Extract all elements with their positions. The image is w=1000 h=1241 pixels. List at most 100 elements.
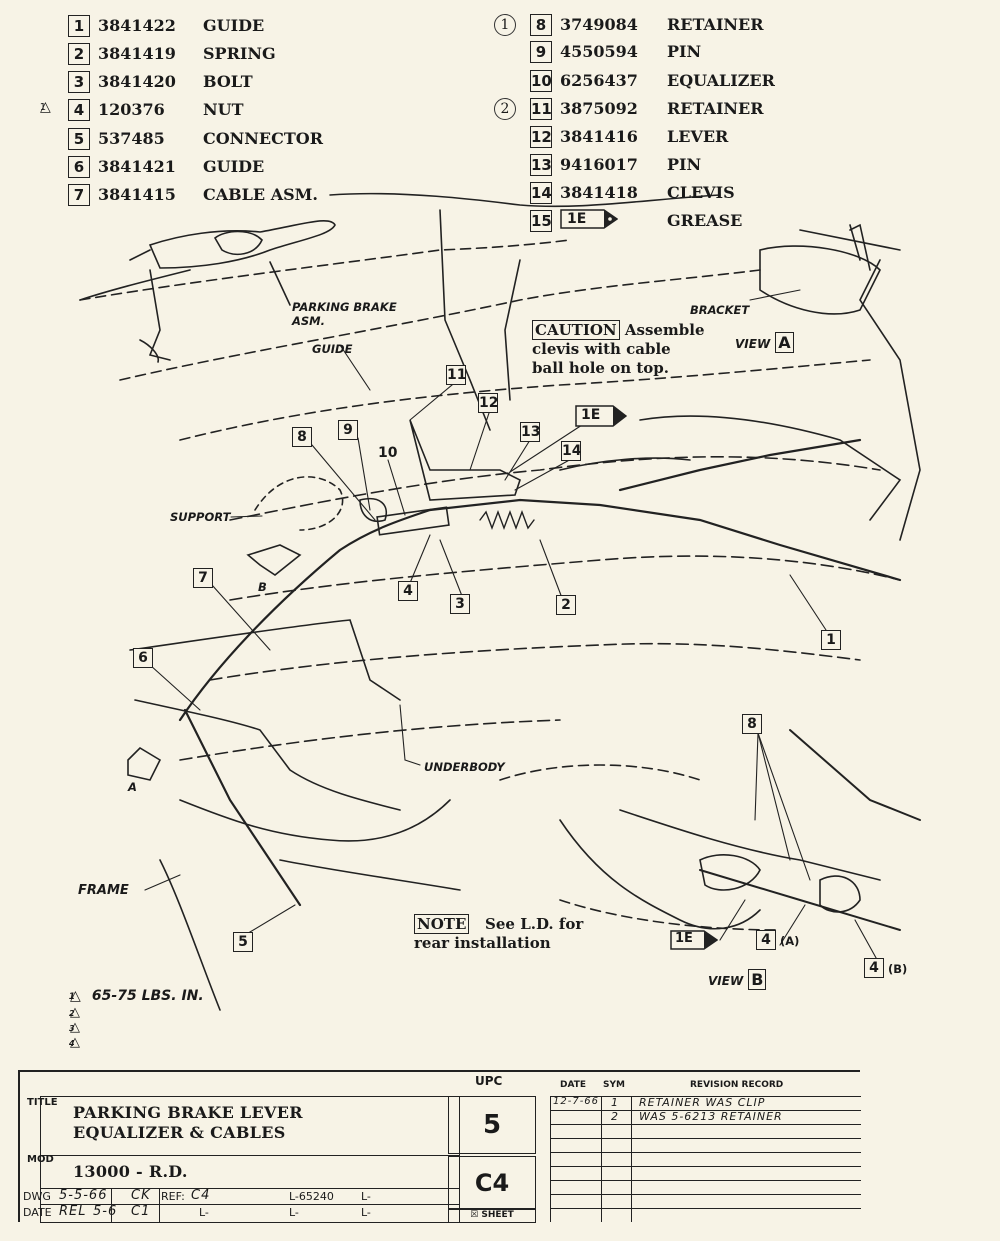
title-line1: PARKING BRAKE LEVER	[73, 1103, 303, 1122]
part-number: 3841420	[98, 72, 176, 91]
caution-line2: clevis with cable	[532, 340, 671, 358]
part-name: RETAINER	[667, 15, 764, 34]
mod-vertical-label: MOD	[27, 1154, 54, 1165]
part-name: EQUALIZER	[667, 71, 775, 90]
part-name: GREASE	[667, 211, 743, 230]
part-number: 3875092	[560, 99, 638, 118]
label-guide: GUIDE	[312, 342, 353, 356]
revision-text-1: RETAINER WAS CLIP	[639, 1096, 766, 1109]
item-box: 8	[530, 14, 552, 36]
part-number: 3841416	[560, 127, 638, 146]
revision-date-1: 12-7-66	[553, 1096, 600, 1107]
item-box: 12	[530, 126, 552, 148]
callout-6: 6	[133, 648, 153, 668]
callout-12: 12	[478, 393, 499, 413]
callout-3: 3	[450, 594, 470, 614]
label-parking-brake-asm: ASM.	[292, 314, 325, 328]
model-cell: MOD 13000 - R.D.	[27, 1154, 460, 1189]
part-number: 3841419	[98, 44, 176, 63]
rel-label: REL	[59, 1204, 87, 1219]
item-box: 4	[68, 99, 90, 121]
label-frame: FRAME	[78, 883, 129, 898]
ref-label: REF:	[161, 1190, 185, 1203]
l-ref-1: L-65240	[289, 1190, 334, 1203]
label-bracket: BRACKET	[690, 303, 750, 317]
callout-13: 13	[520, 422, 541, 442]
callout-4: 4	[398, 581, 418, 601]
note-line2: rear installation	[414, 934, 551, 952]
triangle-3-icon: △3	[69, 1020, 80, 1035]
grease-tag-icon	[560, 209, 618, 229]
sym-header: SYM	[603, 1080, 625, 1090]
note-tag: NOTE	[414, 914, 470, 934]
callout-4a: 4	[756, 930, 776, 950]
revision-sym-2: 2	[611, 1110, 619, 1123]
caution-note: CAUTION Assemble clevis with cable ball …	[532, 320, 705, 378]
item-box: 11	[530, 98, 552, 120]
part-number: 3841421	[98, 157, 176, 176]
part-number: 3841422	[98, 16, 176, 35]
torque-triangle-icon: △	[70, 988, 81, 1004]
torque-extra-symbols: △2 △3 △4	[69, 1005, 86, 1051]
part-number: 6256437	[560, 71, 638, 90]
l-blank-4: L-	[361, 1206, 371, 1219]
callout-10: 10	[378, 445, 398, 461]
part-number: 537485	[98, 129, 165, 148]
callout-1: 1	[821, 630, 841, 650]
triangle-2-icon: △2	[69, 1005, 80, 1020]
part-name: NUT	[203, 100, 244, 119]
rel-value: 5-6	[93, 1204, 118, 1219]
part-number: 9416017	[560, 155, 638, 174]
sheet-label: ☒ SHEET	[448, 1208, 536, 1223]
part-name: CLEVIS	[667, 183, 735, 202]
view-a-tag: VIEW A	[735, 332, 794, 353]
part-name: PIN	[667, 155, 702, 174]
revision-circle-icon: 1	[494, 14, 516, 36]
dwg-initials: CK	[131, 1188, 151, 1203]
revision-circle-icon: 2	[494, 98, 516, 120]
caution-line1: Assemble	[624, 321, 705, 339]
part-number: 3749084	[560, 15, 638, 34]
caution-tag: CAUTION	[532, 320, 620, 340]
item-box: 13	[530, 154, 552, 176]
part-number: 4550594	[560, 42, 638, 61]
callout-5: 5	[233, 932, 253, 952]
item-box: 9	[530, 41, 552, 63]
item-box: 10	[530, 70, 552, 92]
ref-value: C4	[191, 1188, 211, 1203]
label-support: SUPPORT	[170, 510, 231, 524]
sub-b: (B)	[888, 962, 908, 976]
part-name: RETAINER	[667, 99, 764, 118]
view-b-tag: VIEW B	[708, 969, 767, 990]
label-parking-brake: PARKING BRAKE	[292, 300, 397, 314]
item-box: 7	[68, 184, 90, 206]
part-name: CONNECTOR	[203, 129, 323, 148]
label-underbody: UNDERBODY	[424, 760, 505, 774]
callout-2: 2	[556, 595, 576, 615]
callout-9: 9	[338, 420, 358, 440]
revision-sym-1: 1	[611, 1096, 619, 1109]
item-box: 6	[68, 156, 90, 178]
grease-arrow-icon	[670, 930, 718, 950]
upc-value: 5	[448, 1096, 536, 1154]
title-vertical-label: TITLE	[27, 1097, 58, 1108]
grease-tag-diagram: 1E	[575, 405, 627, 427]
cable-path	[178, 508, 432, 722]
part-number: 3841415	[98, 185, 176, 204]
model-text: 13000 - R.D.	[73, 1162, 188, 1181]
callout-8-view-b: 8	[742, 714, 762, 734]
part-name: LEVER	[667, 127, 729, 146]
part-name: SPRING	[203, 44, 276, 63]
note-line1: See L.D. for	[485, 915, 584, 933]
revision-record: 12-7-66 1 RETAINER WAS CLIP 2 WAS 5-6213…	[550, 1096, 861, 1222]
parking-brake-body	[148, 219, 336, 269]
grease-arrow-icon	[575, 405, 627, 427]
dwg-label: DWG	[23, 1190, 51, 1203]
triangle-4-icon: △4	[69, 1035, 80, 1050]
item-box: 15	[530, 210, 552, 232]
grease-tag-view-b: 1E	[670, 930, 718, 950]
callout-8: 8	[292, 427, 312, 447]
callout-14: 14	[561, 441, 582, 461]
part-name: BOLT	[203, 72, 253, 91]
